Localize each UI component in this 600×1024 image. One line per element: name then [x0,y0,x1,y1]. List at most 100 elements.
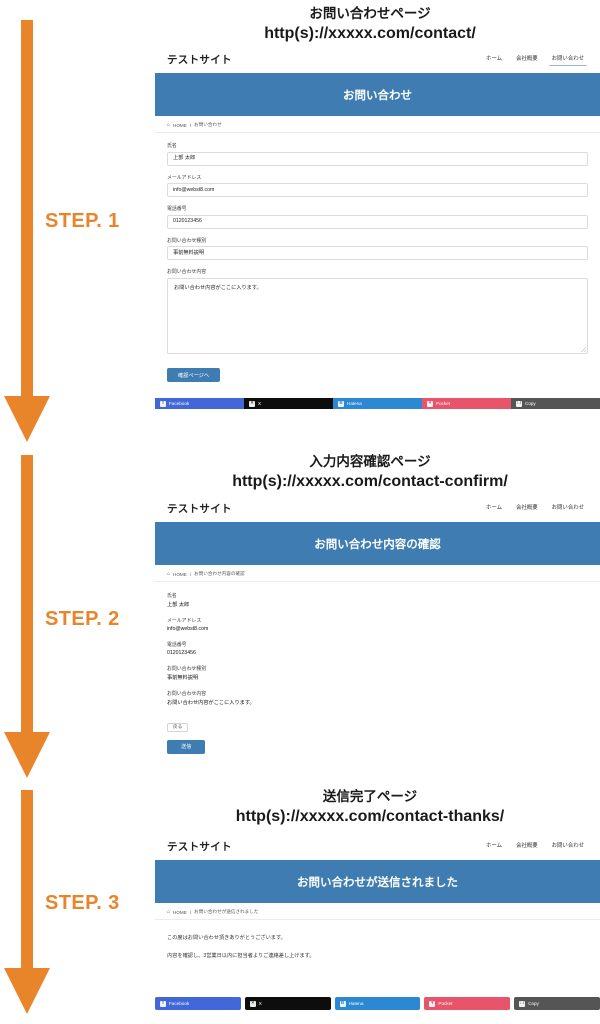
caption-step-1: お問い合わせページ http(s)://xxxxx.com/contact/ [140,5,600,44]
share-x-3-label: X [258,1001,262,1006]
field-phone-input[interactable]: 0120123456 [167,214,588,229]
pocket-icon: ▼ [429,1000,436,1007]
confirm-email-label: メールアドレス [167,619,202,624]
confirm-message-label: お問い合わせ内容 [167,692,207,697]
field-name-label: 氏名 [167,144,177,149]
nav-item-contact-1[interactable]: お問い合わせ [548,54,588,66]
caption-2-url: http(s)://xxxxx.com/contact-confirm/ [232,472,508,490]
thanks-message: この度はお問い合わせ頂きありがとうございます。 内容を確認し、3営業日以内に担当… [155,920,600,980]
nav-item-about-2[interactable]: 会社概要 [516,505,538,511]
share-x-1-label: X [258,401,262,406]
confirm-phone-label: 電話番号 [167,643,187,648]
share-facebook-1[interactable]: f Facebook [155,398,244,409]
field-inquiry-type-input[interactable]: 事前無料説明 [167,246,588,260]
field-email: メールアドレス info@webst8.com [167,174,588,197]
caption-step-3: 送信完了ページ http(s)://xxxxx.com/contact-than… [140,788,600,827]
step2-arrow-shaft [21,455,33,732]
breadcrumb-2: ⌂ HOME / お問い合わせ内容の確認 [155,565,600,582]
thanks-line-1: この度はお問い合わせ頂きありがとうございます。 [167,935,286,941]
hatena-icon: B [338,400,344,407]
confirm-page-button[interactable]: 確認ページへ [167,368,221,382]
caption-1-title: お問い合わせページ [309,6,431,21]
step1-arrow-shaft [21,20,33,396]
contact-page-mock: テストサイト ホーム 会社概要 お問い合わせ お問い合わせ ⌂ HOME / お… [155,45,600,409]
share-pocket-1[interactable]: ▼ Pocket [422,398,511,409]
share-hatena-3-label: Hatena [348,1001,364,1006]
breadcrumb-current-2: お問い合わせ内容の確認 [194,571,245,576]
share-copy-1[interactable]: ❐ Copy [511,398,600,409]
step-3-label: STEP. 3 [45,892,120,914]
field-phone: 電話番号 0120123456 [167,205,588,229]
home-icon: ⌂ [167,571,171,577]
field-message-label: お問い合わせ内容 [167,270,207,275]
nav-item-home-2[interactable]: ホーム [486,505,503,511]
site-nav-3: ホーム 会社概要 お問い合わせ [486,841,588,852]
field-name-input[interactable]: 上部 太郎 [167,151,588,166]
share-copy-3[interactable]: ❐ Copy [514,997,600,1010]
step1-arrow-head [4,396,50,442]
breadcrumb-1: ⌂ HOME / お問い合わせ [155,116,600,133]
pocket-icon: ▼ [427,400,433,407]
share-pocket-3[interactable]: ▼ Pocket [424,997,511,1010]
nav-item-contact-3[interactable]: お問い合わせ [551,843,584,849]
facebook-icon: f [160,1000,166,1007]
share-hatena-1-label: Hatena [347,401,362,406]
field-phone-label: 電話番号 [167,207,187,212]
share-facebook-3-label: Facebook [169,1001,190,1006]
thanks-line-2: 内容を確認し、3営業日以内に担当者よりご連絡差し上げます。 [167,953,315,959]
confirm-row-email: メールアドレス info@webst8.com [167,617,588,632]
breadcrumb-home-1[interactable]: HOME [173,122,187,128]
nav-item-home-3[interactable]: ホーム [486,843,503,849]
nav-item-contact-2[interactable]: お問い合わせ [551,505,584,511]
copy-icon: ❐ [519,1000,526,1007]
breadcrumb-home-3[interactable]: HOME [173,909,187,915]
confirm-row-phone: 電話番号 0120123456 [167,641,588,656]
step-1-label: STEP. 1 [45,210,120,232]
share-facebook-1-label: Facebook [169,401,190,406]
breadcrumb-current-1: お問い合わせ [194,122,222,127]
site-header-3: テストサイト ホーム 会社概要 お問い合わせ [155,832,600,860]
page-hero-1-text: お問い合わせ [343,89,412,102]
confirm-actions: 戻る 送信 [167,715,588,754]
breadcrumb-home-2[interactable]: HOME [173,571,187,577]
x-icon: ✕ [249,400,255,407]
nav-item-home-1[interactable]: ホーム [486,56,503,62]
caption-3-title: 送信完了ページ [322,789,418,804]
share-facebook-3[interactable]: f Facebook [155,997,241,1010]
caption-step-2: 入力内容確認ページ http(s)://xxxxx.com/contact-co… [140,453,600,492]
send-button[interactable]: 送信 [167,739,206,754]
field-message-textarea[interactable]: お問い合わせ内容がここに入ります。 [167,277,588,354]
thanks-page-mock: テストサイト ホーム 会社概要 お問い合わせ お問い合わせが送信されました ⌂ … [155,832,600,1010]
site-header-2: テストサイト ホーム 会社概要 お問い合わせ [155,494,600,522]
site-title-1: テストサイト [167,54,232,66]
share-hatena-1[interactable]: B Hatena [333,398,422,409]
home-icon: ⌂ [167,909,171,915]
field-email-input[interactable]: info@webst8.com [167,183,588,197]
page-hero-3-text: お問い合わせが送信されました [297,876,458,889]
site-nav-1: ホーム 会社概要 お問い合わせ [486,54,588,66]
field-message: お問い合わせ内容 お問い合わせ内容がここに入ります。 [167,268,588,354]
share-copy-3-label: Copy [528,1001,539,1006]
home-icon: ⌂ [167,122,171,128]
site-nav-2: ホーム 会社概要 お問い合わせ [486,503,588,514]
field-inquiry-type: お問い合わせ種別 事前無料説明 [167,237,588,260]
confirm-summary: 氏名 上部 太郎 メールアドレス info@webst8.com 電話番号 01… [155,582,600,762]
site-title-2: テストサイト [167,503,232,515]
confirm-type-label: お問い合わせ種別 [167,667,207,672]
share-bar-3: f Facebook ✕ X B Hatena ▼ Pocket ❐ Copy [155,997,600,1010]
nav-item-about-3[interactable]: 会社概要 [516,843,538,849]
field-name: 氏名 上部 太郎 [167,142,588,166]
site-title-3: テストサイト [167,841,232,853]
nav-item-about-1[interactable]: 会社概要 [516,56,538,62]
page-hero-3: お問い合わせが送信されました [155,860,600,903]
share-x-3[interactable]: ✕ X [244,997,331,1010]
share-hatena-3[interactable]: B Hatena [334,997,421,1010]
breadcrumb-sep-3: / [189,909,192,915]
share-pocket-1-label: Pocket [436,401,451,406]
confirm-email-value: info@webst8.com [167,626,209,632]
confirm-message-value: お問い合わせ内容がここに入ります。 [167,700,255,706]
share-x-1[interactable]: ✕ X [244,398,333,409]
back-button[interactable]: 戻る [167,722,189,732]
share-pocket-3-label: Pocket [438,1001,453,1006]
share-bar-1: f Facebook ✕ X B Hatena ▼ Pocket ❐ Copy [155,398,600,409]
